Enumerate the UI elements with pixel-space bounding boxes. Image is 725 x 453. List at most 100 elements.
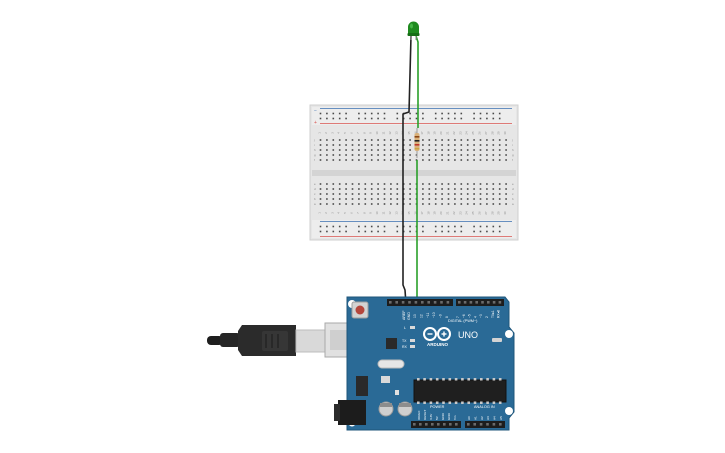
terminal-hole — [326, 188, 328, 190]
terminal-hole — [351, 154, 354, 156]
terminal-hole — [454, 193, 456, 195]
terminal-hole — [473, 154, 475, 156]
terminal-hole — [486, 154, 488, 156]
reset-button-cap[interactable] — [355, 305, 365, 315]
rail-hole — [409, 117, 411, 120]
terminal-hole — [396, 193, 399, 195]
terminal-hole — [473, 183, 475, 185]
rail-hole — [498, 225, 501, 228]
terminal-hole — [332, 198, 335, 200]
terminal-hole — [390, 188, 392, 190]
rail-hole — [498, 117, 501, 120]
terminal-hole — [364, 144, 367, 146]
analog-pin-label: A3 — [486, 416, 490, 420]
header-pin-hole — [467, 423, 470, 426]
rail-hole — [479, 112, 482, 115]
usb-cable[interactable] — [207, 322, 372, 358]
column-number: 24 — [465, 211, 469, 215]
row-letter: g — [512, 153, 514, 157]
column-number: 26 — [478, 131, 482, 135]
digital-pin-label: ~9 — [439, 314, 443, 318]
terminal-hole — [447, 139, 450, 141]
terminal-hole — [383, 203, 386, 205]
terminal-hole — [498, 188, 501, 190]
rail-hole — [383, 117, 386, 120]
dc-barrel-jack[interactable] — [338, 400, 366, 425]
terminal-hole — [460, 188, 463, 190]
terminal-hole — [364, 198, 367, 200]
mount-hole-4 — [505, 407, 513, 415]
chip-pin — [423, 378, 426, 381]
terminal-hole — [466, 144, 469, 146]
terminal-hole — [498, 159, 501, 161]
rail-hole — [422, 117, 424, 120]
terminal-hole — [505, 154, 507, 156]
terminal-hole — [447, 149, 450, 151]
row-letter: a — [512, 202, 514, 206]
terminal-hole — [422, 193, 424, 195]
rail-hole — [460, 117, 463, 120]
terminal-hole — [338, 203, 341, 205]
header-pin-hole — [440, 301, 443, 304]
rail-hole — [441, 230, 443, 233]
row-letter: b — [512, 197, 514, 201]
terminal-hole — [370, 193, 373, 195]
column-number: 11 — [382, 131, 386, 134]
terminal-hole — [345, 188, 347, 190]
chip-pin — [486, 378, 489, 381]
terminal-hole — [434, 144, 437, 146]
green-wire-led-to-resistor[interactable] — [415, 35, 419, 128]
black-wire[interactable] — [402, 35, 412, 305]
led-green[interactable] — [407, 21, 420, 41]
rail-hole — [396, 112, 399, 115]
header-pin-hole — [469, 301, 473, 304]
top-rail-plus-label: + — [314, 120, 317, 126]
logo-loop-right — [437, 327, 451, 341]
terminal-hole — [370, 149, 373, 151]
terminal-hole — [351, 139, 354, 141]
terminal-hole — [460, 159, 463, 161]
terminal-hole — [377, 149, 379, 151]
led-body — [408, 21, 419, 35]
rail-hole — [409, 112, 411, 115]
terminal-hole — [319, 198, 322, 200]
terminal-hole — [441, 188, 443, 190]
breadboard[interactable]: − + 112233445566778899101011111212131314… — [309, 104, 519, 241]
terminal-hole — [326, 139, 328, 141]
terminal-hole — [486, 183, 488, 185]
terminal-hole — [358, 188, 360, 190]
terminal-hole — [319, 193, 322, 195]
terminal-hole — [377, 183, 379, 185]
rail-hole — [492, 117, 495, 120]
rail-hole — [447, 230, 450, 233]
terminal-hole — [358, 193, 360, 195]
terminal-hole — [396, 144, 399, 146]
terminal-hole — [498, 183, 501, 185]
column-number: 16 — [414, 131, 418, 135]
terminal-hole — [505, 144, 507, 146]
terminal-hole — [479, 198, 482, 200]
rail-hole — [370, 230, 373, 233]
header-pin-hole — [486, 423, 489, 426]
terminal-hole — [441, 149, 443, 151]
rail-hole — [338, 112, 341, 115]
analog-header-label: ANALOG IN — [474, 405, 495, 409]
chip-pin — [454, 378, 458, 381]
terminal-hole — [409, 154, 411, 156]
terminal-hole — [498, 139, 501, 141]
terminal-hole — [370, 139, 373, 141]
resistor[interactable] — [414, 128, 420, 158]
column-number: 25 — [471, 131, 475, 135]
terminal-hole — [351, 159, 354, 161]
row-letter: h — [314, 148, 316, 152]
terminal-hole — [390, 139, 392, 141]
digital-pin-label: 8 — [445, 316, 449, 318]
header-pin-hole — [425, 423, 428, 426]
rail-hole — [332, 225, 335, 228]
aref-label: AREF — [402, 310, 406, 320]
power-pin-label: Vin — [453, 415, 457, 420]
